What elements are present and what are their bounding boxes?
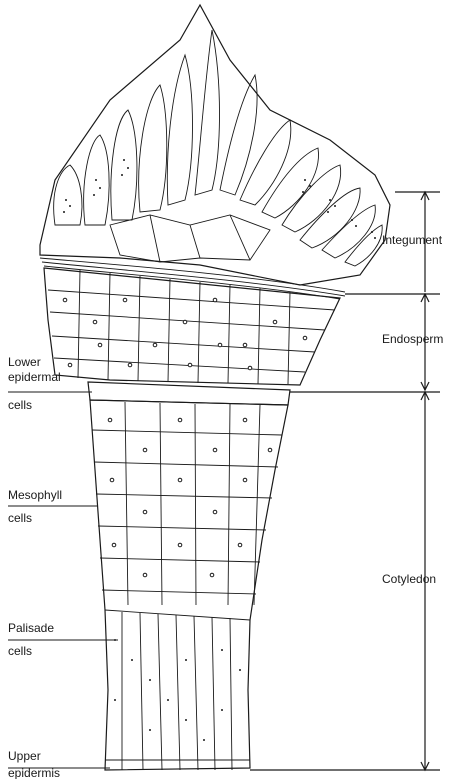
label-palisade-2: cells: [8, 644, 32, 658]
cotyledon-tissue: [88, 382, 290, 770]
region-brackets: [250, 192, 440, 770]
label-upper-epidermis-1: Upper: [8, 749, 41, 763]
endosperm-tissue: [44, 268, 340, 385]
endosperm-granules: [63, 298, 307, 370]
label-cotyledon: Cotyledon: [382, 572, 436, 586]
label-mesophyll-1: Mesophyll: [8, 488, 62, 502]
leader-lines: [8, 392, 118, 768]
label-mesophyll-2: cells: [8, 511, 32, 525]
label-palisade-1: Palisade: [8, 621, 54, 635]
integument-tissue: [40, 5, 390, 299]
label-lower-epidermal-2: epidermal: [8, 370, 61, 384]
label-endosperm: Endosperm: [382, 332, 443, 346]
cotyledon-granules: [108, 418, 272, 741]
label-lower-epidermal-3: cells: [8, 398, 32, 412]
label-integument: Integument: [382, 233, 443, 247]
label-upper-epidermis-2: epidermis: [8, 766, 60, 779]
label-lower-epidermal-1: Lower: [8, 355, 41, 369]
